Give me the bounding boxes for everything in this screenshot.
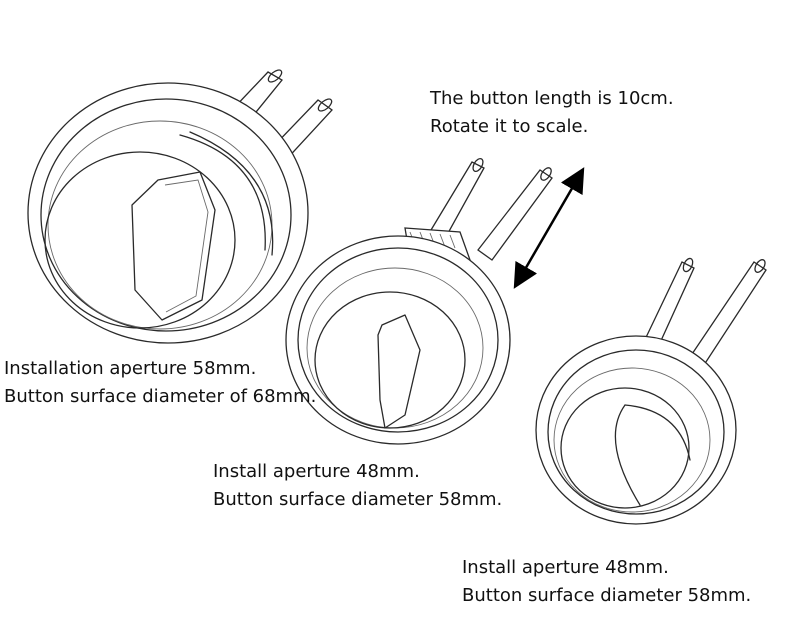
caption-diameter: Button surface diameter 58mm. xyxy=(462,585,752,606)
length-note-line2: Rotate it to scale. xyxy=(430,116,589,137)
caption-aperture: Installation aperture 58mm. xyxy=(4,358,257,379)
caption-aperture: Install aperture 48mm. xyxy=(213,461,420,482)
caption-aperture: Install aperture 48mm. xyxy=(462,557,669,578)
length-note-line1: The button length is 10cm. xyxy=(430,88,674,109)
flush-button-small xyxy=(535,257,767,525)
caption-large-button: Installation aperture 58mm. Button surfa… xyxy=(4,355,316,411)
caption-diameter: Button surface diameter 58mm. xyxy=(213,489,503,510)
flush-button-large xyxy=(27,69,333,344)
caption-small-button: Install aperture 48mm. Button surface di… xyxy=(462,554,751,610)
caption-diameter: Button surface diameter of 68mm. xyxy=(4,386,317,407)
flush-button-medium xyxy=(285,157,553,445)
caption-medium-button: Install aperture 48mm. Button surface di… xyxy=(213,458,502,514)
length-note: The button length is 10cm. Rotate it to … xyxy=(430,85,674,141)
length-arrow xyxy=(513,167,585,289)
